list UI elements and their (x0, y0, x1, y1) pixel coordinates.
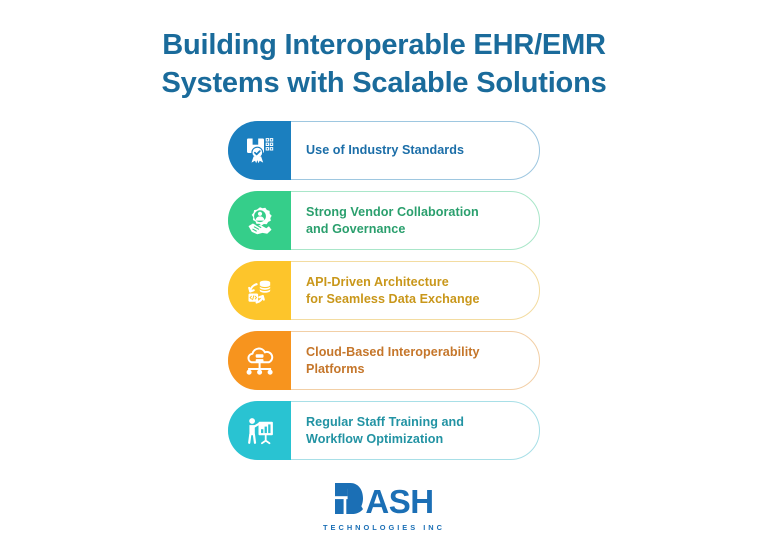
page-title: Building Interoperable EHR/EMR Systems w… (74, 26, 694, 102)
item-label-line-2: for Seamless Data Exchange (306, 291, 480, 306)
cloud-network-icon (242, 344, 278, 378)
item-label-line-1: Strong Vendor Collaboration (306, 205, 479, 219)
item-icon-block (228, 401, 291, 460)
certificate-badge-icon (243, 134, 277, 168)
item-icon-block (228, 191, 291, 250)
item-label-line-2: and Governance (306, 221, 406, 236)
page-title-line-1: Building Interoperable EHR/EMR (162, 29, 606, 61)
list-item[interactable]: Use of Industry Standards (228, 121, 540, 180)
item-label: Strong Vendor Collaboration and Governan… (291, 191, 540, 250)
api-data-exchange-icon (243, 274, 277, 308)
item-icon-block (228, 331, 291, 390)
logo-tagline: TECHNOLOGIES INC (323, 523, 445, 532)
dash-logo-mark (334, 482, 364, 520)
item-label: API-Driven Architecture for Seamless Dat… (291, 261, 540, 320)
interoperability-strategy-list: Use of Industry Standards (228, 121, 540, 460)
item-label-line-2: Workflow Optimization (306, 431, 444, 446)
list-item[interactable]: Strong Vendor Collaboration and Governan… (228, 191, 540, 250)
staff-training-presentation-icon (243, 414, 277, 448)
page-title-line-2: Systems with Scalable Solutions (161, 67, 607, 99)
item-label: Use of Industry Standards (291, 121, 540, 180)
item-label-line-1: Regular Staff Training and (306, 415, 465, 429)
item-label: Cloud-Based Interoperability Platforms (291, 331, 540, 390)
list-item[interactable]: Regular Staff Training and Workflow Opti… (228, 401, 540, 460)
item-label-line-1: Cloud-Based Interoperability (306, 345, 480, 359)
item-icon-block (228, 261, 291, 320)
item-label-line-2: Platforms (306, 361, 365, 376)
list-item[interactable]: API-Driven Architecture for Seamless Dat… (228, 261, 540, 320)
item-label-line-1: API-Driven Architecture (306, 275, 449, 289)
company-logo: ASH TECHNOLOGIES INC (323, 482, 445, 532)
item-icon-block (228, 121, 291, 180)
item-label: Regular Staff Training and Workflow Opti… (291, 401, 540, 460)
list-item[interactable]: Cloud-Based Interoperability Platforms (228, 331, 540, 390)
handshake-gear-icon (243, 204, 277, 238)
item-label-line-1: Use of Industry Standards (306, 143, 465, 158)
logo-row: ASH (334, 482, 434, 520)
logo-wordmark: ASH (365, 482, 434, 520)
